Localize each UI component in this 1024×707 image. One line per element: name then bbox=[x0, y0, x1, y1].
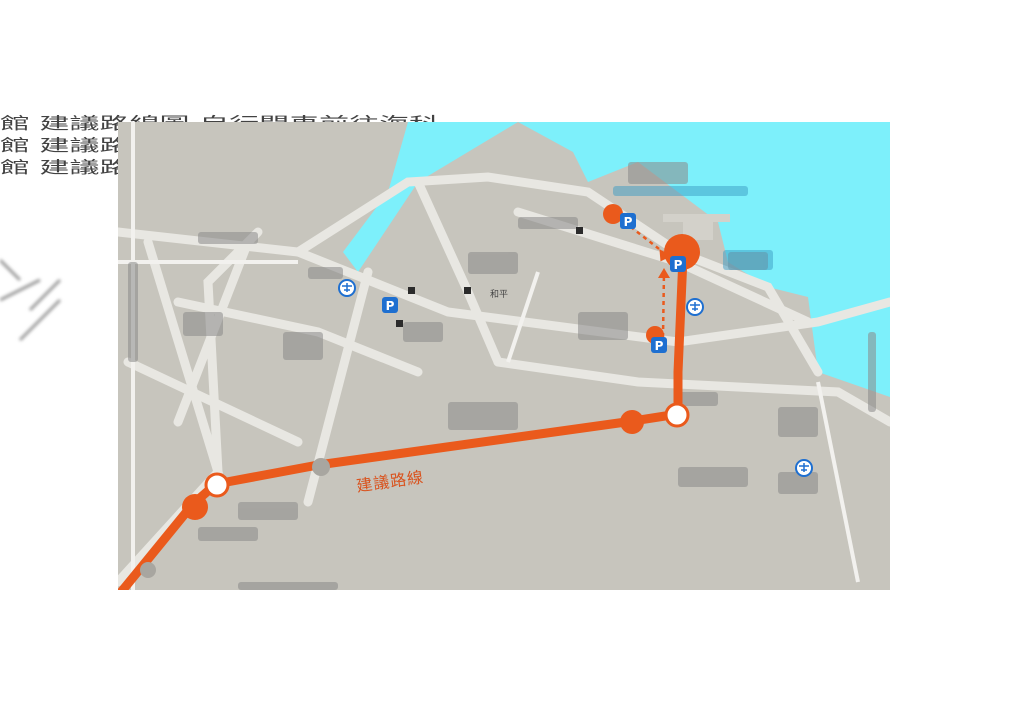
junction-marker bbox=[664, 402, 690, 428]
svg-text:P: P bbox=[674, 258, 683, 272]
route-dot bbox=[312, 458, 330, 476]
parking-icon: P bbox=[620, 213, 636, 229]
rail-station-icon bbox=[338, 279, 356, 297]
parking-icon: P bbox=[670, 256, 686, 272]
pier bbox=[663, 214, 730, 240]
left-ghost-artifact bbox=[0, 240, 80, 360]
sea-area bbox=[343, 122, 518, 272]
svg-text:P: P bbox=[386, 299, 395, 313]
route-map: P P P P 和平 bbox=[118, 122, 890, 590]
parking-icon: P bbox=[382, 297, 398, 313]
svg-text:P: P bbox=[624, 215, 633, 229]
route-dot bbox=[603, 204, 623, 224]
rail-station-icon bbox=[795, 459, 813, 477]
junction-marker bbox=[204, 472, 230, 498]
arrow-head bbox=[658, 268, 670, 278]
map-dark-marks bbox=[396, 227, 583, 327]
route-dot bbox=[140, 562, 156, 578]
walking-path bbox=[661, 271, 666, 338]
page-title bbox=[262, 58, 714, 96]
parking-icon: P bbox=[651, 337, 667, 353]
route-dot bbox=[182, 494, 208, 520]
route-dot bbox=[620, 410, 644, 434]
map-canvas: P P P P 和平 bbox=[118, 122, 890, 590]
blurred-labels bbox=[128, 162, 876, 590]
rail-station-icon bbox=[686, 298, 704, 316]
sea-area bbox=[503, 122, 890, 397]
place-label-right bbox=[723, 250, 773, 270]
svg-text:P: P bbox=[655, 339, 664, 353]
place-label-center: 和平 bbox=[490, 289, 508, 300]
place-label-top bbox=[613, 186, 748, 196]
